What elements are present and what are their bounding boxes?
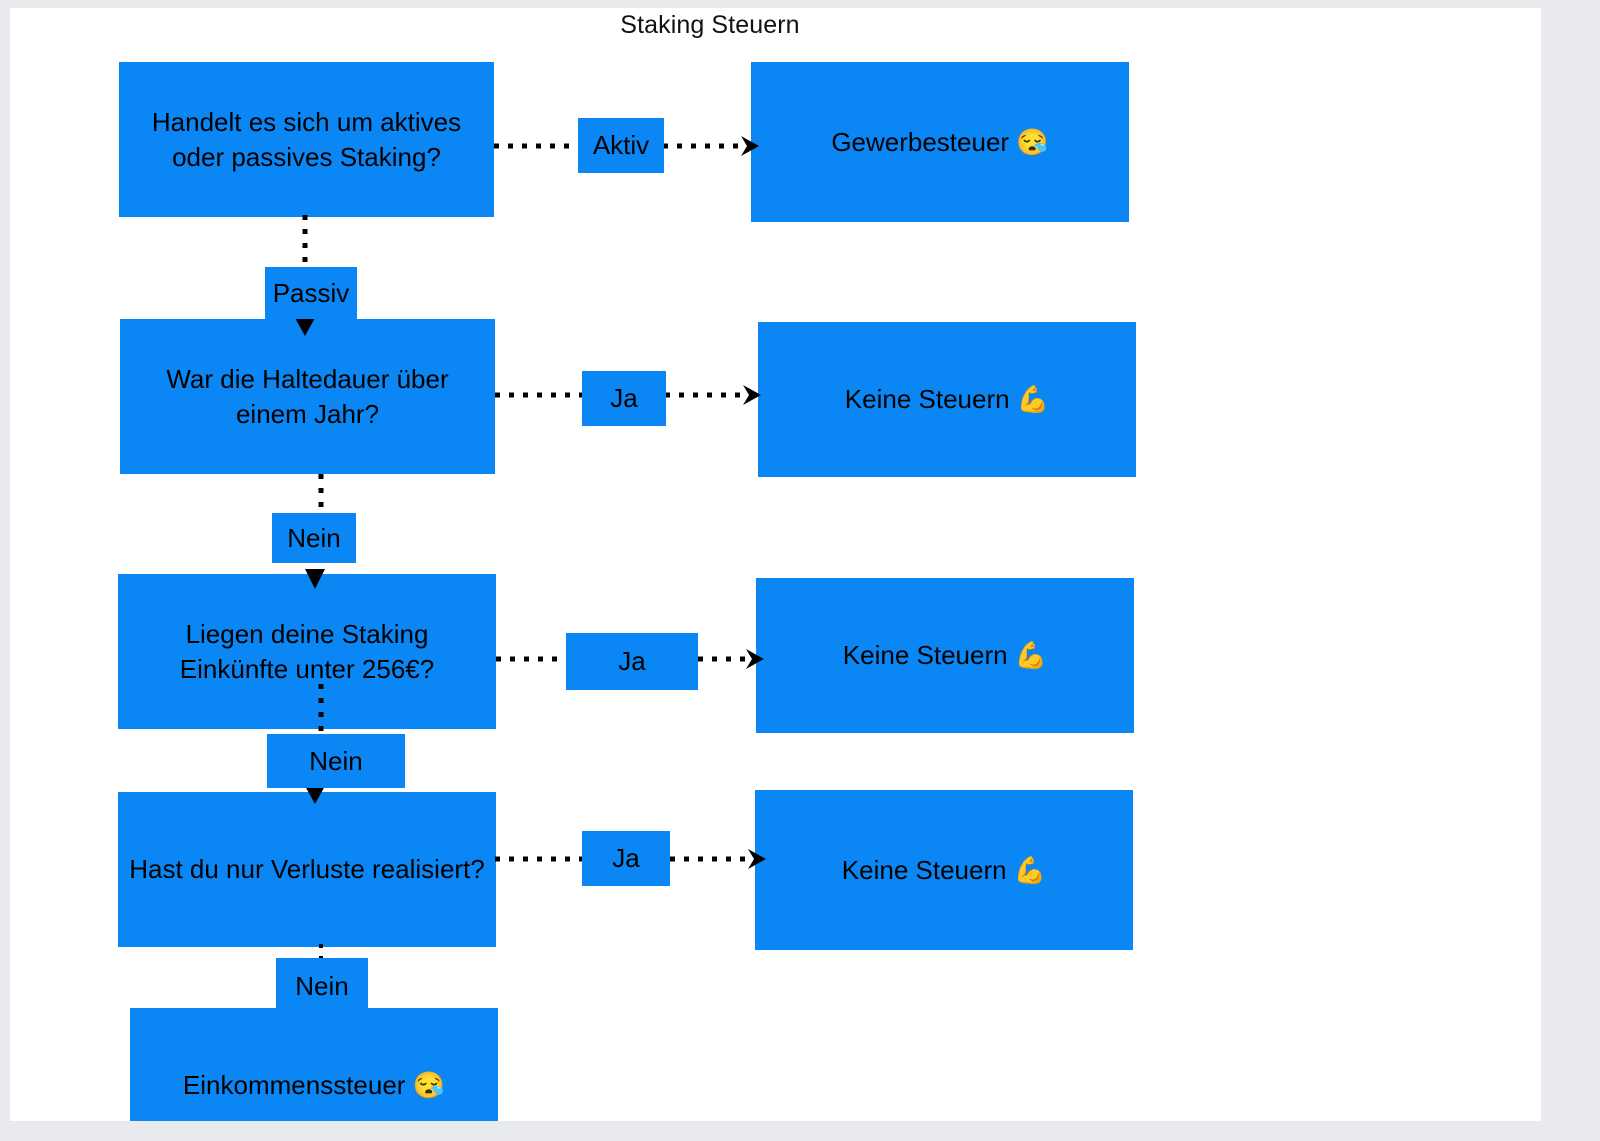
edge-label-ja-1[interactable]: Ja (582, 371, 666, 426)
edge-label-nein-2[interactable]: Nein (267, 734, 405, 788)
node-result-keine-steuern-2[interactable]: Keine Steuern 💪 (756, 578, 1134, 733)
page-title: Staking Steuern (620, 11, 800, 39)
node-result-keine-steuern-3[interactable]: Keine Steuern 💪 (755, 790, 1133, 950)
edge-label-passiv[interactable]: Passiv (265, 267, 357, 319)
connector-ja3-keine-steuern-3 (670, 849, 768, 869)
connector-q3-ja2 (496, 653, 570, 665)
connector-q4-ja3 (495, 853, 583, 865)
node-result-keine-steuern-1[interactable]: Keine Steuern 💪 (758, 322, 1136, 477)
connector-q4-nein3 (315, 944, 327, 966)
flowchart-canvas: Staking Steuern (10, 8, 1541, 1121)
edge-label-ja-2[interactable]: Ja (566, 633, 698, 690)
edge-label-ja-3[interactable]: Ja (582, 831, 670, 886)
edge-label-aktiv[interactable]: Aktiv (578, 118, 664, 173)
connector-aktiv-gewerbesteuer (663, 136, 761, 156)
connector-q1-passiv (299, 215, 311, 277)
node-question-income-under-256[interactable]: Liegen deine Staking Einkünfte unter 256… (118, 574, 496, 729)
connector-ja1-keine-steuern-1 (665, 385, 763, 405)
connector-q1-aktiv (494, 140, 580, 152)
edge-label-nein-3[interactable]: Nein (276, 958, 368, 1014)
connector-ja2-keine-steuern-2 (698, 649, 766, 669)
node-question-only-losses[interactable]: Hast du nur Verluste realisiert? (118, 792, 496, 947)
connector-q3-nein2 (315, 684, 327, 742)
edge-label-nein-1[interactable]: Nein (272, 513, 356, 563)
node-question-holding-period[interactable]: War die Haltedauer über einem Jahr? (120, 319, 495, 474)
connector-nein2-q4 (305, 786, 333, 810)
node-question-staking-type[interactable]: Handelt es sich um aktives oder passives… (119, 62, 494, 217)
node-result-einkommenssteuer[interactable]: Einkommenssteuer 😪 (130, 1008, 498, 1121)
node-result-gewerbesteuer[interactable]: Gewerbesteuer 😪 (751, 62, 1129, 222)
connector-q2-ja1 (495, 389, 583, 401)
